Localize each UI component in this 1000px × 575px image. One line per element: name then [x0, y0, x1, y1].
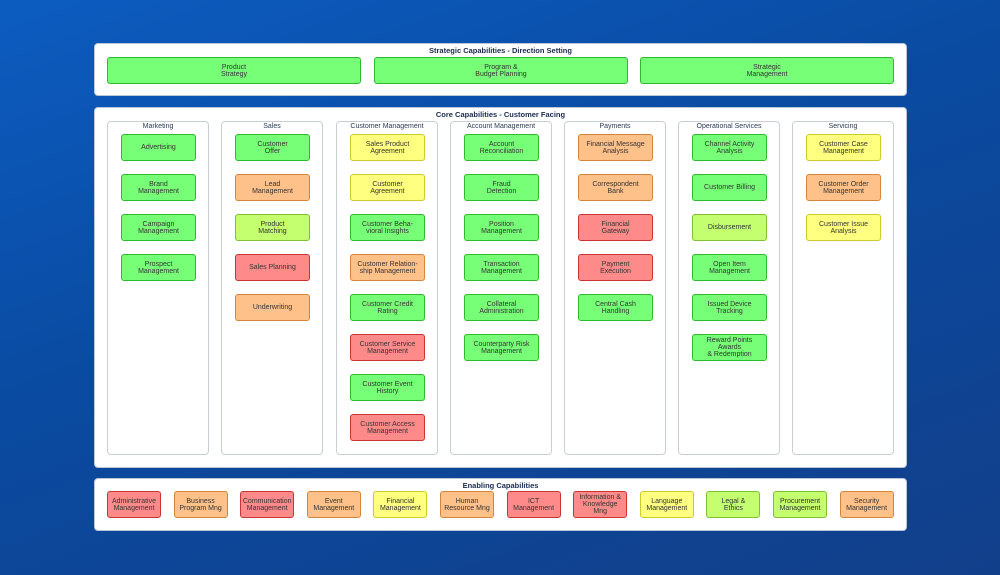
capability-customer-order-management[interactable]: Customer Order Management: [806, 174, 881, 201]
capability-sales-product-agreement[interactable]: Sales Product Agreement: [350, 134, 425, 161]
capability-legal-ethics[interactable]: Legal & Ethics: [706, 491, 761, 518]
capability-counterparty-risk-management[interactable]: Counterparty Risk Management: [464, 334, 539, 361]
capability-advertising[interactable]: Advertising: [121, 134, 196, 161]
capability-brand-management[interactable]: Brand Management: [121, 174, 196, 201]
capability-financial-management[interactable]: Financial Management: [373, 491, 428, 518]
core-capabilities-panel: Core Capabilities - Customer Facing Mark…: [94, 107, 907, 468]
capability-prospect-management[interactable]: Prospect Management: [121, 254, 196, 281]
column-title: Sales: [263, 123, 281, 130]
enabling-panel-title: Enabling Capabilities: [462, 481, 539, 490]
capability-correspondent-bank[interactable]: Correspondent Bank: [578, 174, 653, 201]
capability-product-strategy[interactable]: Product Strategy: [107, 57, 361, 84]
capability-financial-gateway[interactable]: Financial Gateway: [578, 214, 653, 241]
strategic-panel-title: Strategic Capabilities - Direction Setti…: [429, 46, 572, 55]
capability-channel-activity-analysis[interactable]: Channel Activity Analysis: [692, 134, 767, 161]
capability-open-item-management[interactable]: Open Item Management: [692, 254, 767, 281]
capability-program-budget-planning[interactable]: Program & Budget Planning: [374, 57, 628, 84]
capability-customer-case-management[interactable]: Customer Case Management: [806, 134, 881, 161]
capability-customer-access-management[interactable]: Customer Access Management: [350, 414, 425, 441]
column-title: Operational Services: [696, 123, 762, 130]
capability-customer-relation-ship-management[interactable]: Customer Relation- ship Management: [350, 254, 425, 281]
capability-administrative-management[interactable]: Administrative Management: [107, 491, 161, 518]
capability-procurement-management[interactable]: Procurement Management: [773, 491, 827, 518]
capability-reward-points-awards-redemption[interactable]: Reward Points Awards & Redemption: [692, 334, 767, 361]
capability-financial-message-analysis[interactable]: Financial Message Analysis: [578, 134, 653, 161]
capability-lead-management[interactable]: Lead Management: [235, 174, 310, 201]
capability-customer-issue-analysis[interactable]: Customer Issue Analysis: [806, 214, 881, 241]
capability-collateral-administration[interactable]: Collateral Administration: [464, 294, 539, 321]
capability-central-cash-handling[interactable]: Central Cash Handling: [578, 294, 653, 321]
capability-customer-event-history[interactable]: Customer Event History: [350, 374, 425, 401]
capability-campaign-management[interactable]: Campaign Management: [121, 214, 196, 241]
capability-issued-device-tracking[interactable]: Issued Device Tracking: [692, 294, 767, 321]
capability-underwriting[interactable]: Underwriting: [235, 294, 310, 321]
column-title: Marketing: [142, 123, 174, 130]
strategic-capabilities-panel: Strategic Capabilities - Direction Setti…: [94, 43, 907, 96]
capability-communication-management[interactable]: Communication Management: [240, 491, 295, 518]
enabling-capabilities-panel: Enabling Capabilities Administrative Man…: [94, 478, 907, 531]
capability-customer-service-management[interactable]: Customer Service Management: [350, 334, 425, 361]
capability-disbursement[interactable]: Disbursement: [692, 214, 767, 241]
capability-language-management[interactable]: Language Management: [639, 491, 694, 518]
capability-information-knowledge-mng[interactable]: Information & Knowledge Mng: [573, 491, 628, 518]
capability-human-resource-mng[interactable]: Human Resource Mng: [440, 491, 494, 518]
column-title: Account Management: [466, 123, 536, 130]
capability-event-management[interactable]: Event Management: [306, 491, 361, 518]
capability-customer-offer[interactable]: Customer Offer: [235, 134, 310, 161]
capability-position-management[interactable]: Position Management: [464, 214, 539, 241]
capability-strategic-management[interactable]: Strategic Management: [640, 57, 894, 84]
capability-fraud-detection[interactable]: Fraud Detection: [464, 174, 539, 201]
column-title: Payments: [599, 123, 631, 130]
capability-transaction-management[interactable]: Transaction Management: [464, 254, 539, 281]
capability-ict-management[interactable]: ICT Management: [506, 491, 561, 518]
capability-security-management[interactable]: Security Management: [839, 491, 894, 518]
capability-account-reconciliation[interactable]: Account Reconciliation: [464, 134, 539, 161]
capability-product-matching[interactable]: Product Matching: [235, 214, 310, 241]
core-panel-title: Core Capabilities - Customer Facing: [435, 110, 566, 119]
capability-customer-agreement[interactable]: Customer Agreement: [350, 174, 425, 201]
capability-payment-execution[interactable]: Payment Execution: [578, 254, 653, 281]
capability-sales-planning[interactable]: Sales Planning: [235, 254, 310, 281]
column-title: Customer Management: [350, 123, 424, 130]
capability-customer-billing[interactable]: Customer Billing: [692, 174, 767, 201]
column-title: Servicing: [828, 123, 858, 130]
capability-customer-beha-vioral-insights[interactable]: Customer Beha- vioral Insights: [350, 214, 425, 241]
capability-business-program-mng[interactable]: Business Program Mng: [173, 491, 228, 518]
capability-customer-credit-rating[interactable]: Customer Credit Rating: [350, 294, 425, 321]
